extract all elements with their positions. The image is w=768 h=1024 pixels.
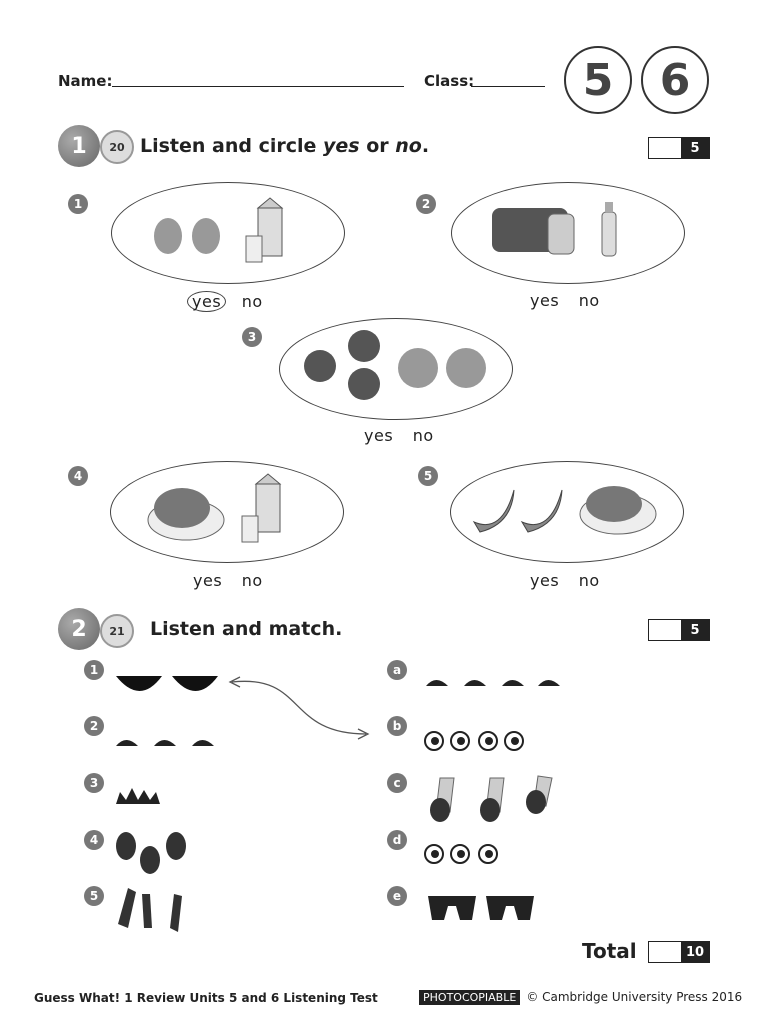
paws-picture-4 [116,832,186,874]
match-right-b[interactable]: b [387,716,407,736]
item-5-answer: yes no [530,571,600,590]
item-5-yes[interactable]: yes [530,571,560,590]
item-2-number: 2 [416,194,436,214]
item-1-no[interactable]: no [241,292,263,311]
item-2-oval [451,182,685,284]
unit-6-circle: 6 [641,46,709,114]
feet-picture-2 [116,740,214,746]
eggs-and-milk-picture [154,197,284,263]
item-5-oval [450,461,684,563]
total-label: Total [582,939,637,963]
match-right-d[interactable]: d [387,830,407,850]
item-4-answer: yes no [193,571,263,590]
item-3-no[interactable]: no [412,426,434,445]
track-21-badge: 21 [100,614,134,648]
item-2-yes[interactable]: yes [530,291,560,310]
match-left-5[interactable]: 5 [84,886,104,906]
section-1-badge: 1 [58,125,100,167]
track-20-badge: 20 [100,130,134,164]
bananas-and-chicken-picture [472,486,657,535]
item-3-number: 3 [242,327,262,347]
total-score-box: 10 [648,941,710,963]
class-label: Class: [424,72,475,90]
arms-picture-c [430,775,553,822]
match-left-3[interactable]: 3 [84,773,104,793]
eyes-picture-d [424,844,498,864]
item-1-answer: yes no [187,291,263,312]
chicken-and-milk-picture [147,473,282,543]
item-3-oval [279,318,513,420]
class-line[interactable] [471,86,545,87]
item-4-yes[interactable]: yes [193,571,223,590]
eyes-pair-picture-1 [116,676,218,691]
example-match-arrow [228,676,370,740]
unit-5-circle: 5 [564,46,632,114]
item-1-number: 1 [68,194,88,214]
section-2-score-box: 5 [648,619,710,641]
item-2-no[interactable]: no [578,291,600,310]
legs-picture-e [428,896,534,920]
apples-and-oranges-picture [304,330,486,400]
item-4-number: 4 [68,466,88,486]
section-1-title: Listen and circle yes or no. [140,135,430,157]
hair-picture-3 [116,788,160,804]
item-3-answer: yes no [364,426,434,445]
name-label: Name: [58,72,113,90]
section-1-score-box: 5 [648,137,710,159]
item-5-no[interactable]: no [578,571,600,590]
item-4-no[interactable]: no [241,571,263,590]
item-1-yes-circled[interactable]: yes [187,291,227,312]
footer-copyright: PHOTOCOPIABLE© Cambridge University Pres… [419,990,742,1005]
item-4-oval [110,461,344,563]
match-right-c[interactable]: c [387,773,407,793]
match-right-a[interactable]: a [387,660,407,680]
photocopiable-tag: PHOTOCOPIABLE [419,990,521,1005]
section-2-badge: 2 [58,608,100,650]
feet-picture-a [426,680,560,686]
bread-and-water-picture [492,202,617,257]
match-left-4[interactable]: 4 [84,830,104,850]
match-left-1[interactable]: 1 [84,660,104,680]
eyes-picture-b [424,731,524,751]
section-2-title: Listen and match. [150,618,343,640]
item-3-yes[interactable]: yes [364,426,394,445]
item-2-answer: yes no [530,291,600,310]
match-right-e[interactable]: e [387,886,407,906]
footer-title: Guess What! 1 Review Units 5 and 6 Liste… [34,991,378,1005]
item-5-number: 5 [418,466,438,486]
arms-picture-5 [118,888,182,932]
item-1-oval [111,182,345,284]
name-line[interactable] [112,86,404,87]
match-left-2[interactable]: 2 [84,716,104,736]
